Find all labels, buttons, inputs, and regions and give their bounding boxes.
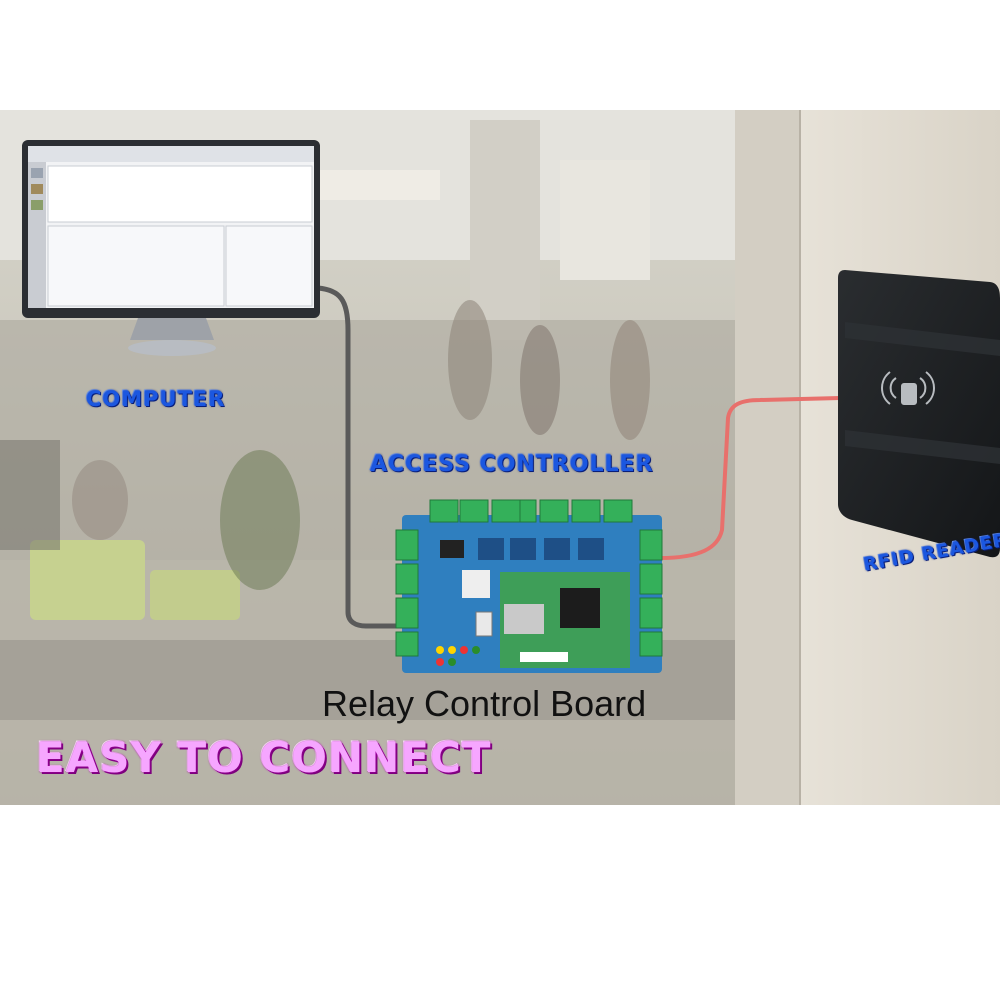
access-controller-board: [395, 499, 663, 673]
rfid-reader-icon: [838, 270, 1000, 558]
relay-control-board-label: Relay Control Board: [322, 683, 647, 724]
cables: [317, 285, 841, 629]
ethernet-cable: [317, 285, 480, 629]
computer-label: COMPUTER: [86, 387, 226, 411]
contactless-card-icon: [881, 371, 935, 405]
reader-cable: [659, 396, 841, 560]
computer-monitor-icon: [22, 140, 320, 356]
office-background: [0, 110, 1000, 805]
easy-to-connect-tagline: EASY TO CONNECT: [36, 733, 492, 782]
access-controller-label: ACCESS CONTROLLER: [370, 452, 654, 477]
